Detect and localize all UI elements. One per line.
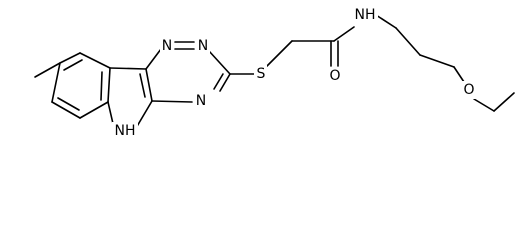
bond-triazine [219, 73, 231, 92]
atom-n-ring-1: N [160, 37, 174, 55]
atom-label: O [463, 82, 474, 98]
bond-ethyl [493, 92, 515, 112]
atom-label: N [162, 38, 172, 54]
bond-benzene [107, 67, 111, 103]
bond-benzene [51, 62, 61, 103]
atom-sulfur: S [254, 65, 267, 83]
bond-triazine [151, 100, 193, 103]
bond-chain-o [453, 66, 465, 83]
atom-label: N [198, 38, 208, 54]
atom-n-ring-3: N [194, 92, 208, 110]
bond-benzene-double [57, 97, 80, 111]
bond-s-ch2 [266, 40, 293, 67]
bond-o-ch2 [473, 98, 495, 112]
bond-pyrrole [145, 68, 153, 102]
atom-carbonyl-oxygen: O [328, 67, 342, 85]
atom-label: S [257, 66, 266, 82]
atom-label: O [329, 68, 340, 84]
atom-ether-oxygen: O [462, 81, 476, 99]
bond-nh-ch2 [375, 14, 397, 29]
bond-pyrrole [135, 100, 153, 129]
chemical-structure: N N N NH S O NH O [34, 6, 515, 140]
atom-label: N [196, 93, 206, 109]
atom-labels: N N N NH S O NH O [112, 6, 476, 140]
bond-triazine [145, 48, 162, 70]
bond-co-nh [333, 26, 355, 42]
atom-nh-amide: NH [352, 6, 378, 24]
atom-nh-indole: NH [112, 122, 138, 140]
bond-benzene [59, 52, 81, 64]
bond-benzene [79, 101, 109, 119]
atom-n-ring-2: N [196, 37, 210, 55]
bond-triazine [208, 50, 231, 75]
bond-benzene-double [63, 59, 83, 71]
bond-benzene [79, 52, 111, 69]
bond-pyrrole [109, 67, 147, 70]
bond-chain [419, 54, 455, 68]
bond-benzene-double [100, 71, 103, 101]
bonds [34, 14, 515, 129]
bond-chain [395, 27, 421, 56]
bond-pyrrole-double [139, 73, 146, 98]
bond-triazine-double [213, 73, 224, 90]
atom-label: NH [115, 123, 136, 139]
atom-label: NH [355, 7, 376, 23]
bond-benzene [51, 101, 81, 119]
bond-methyl [34, 62, 61, 78]
